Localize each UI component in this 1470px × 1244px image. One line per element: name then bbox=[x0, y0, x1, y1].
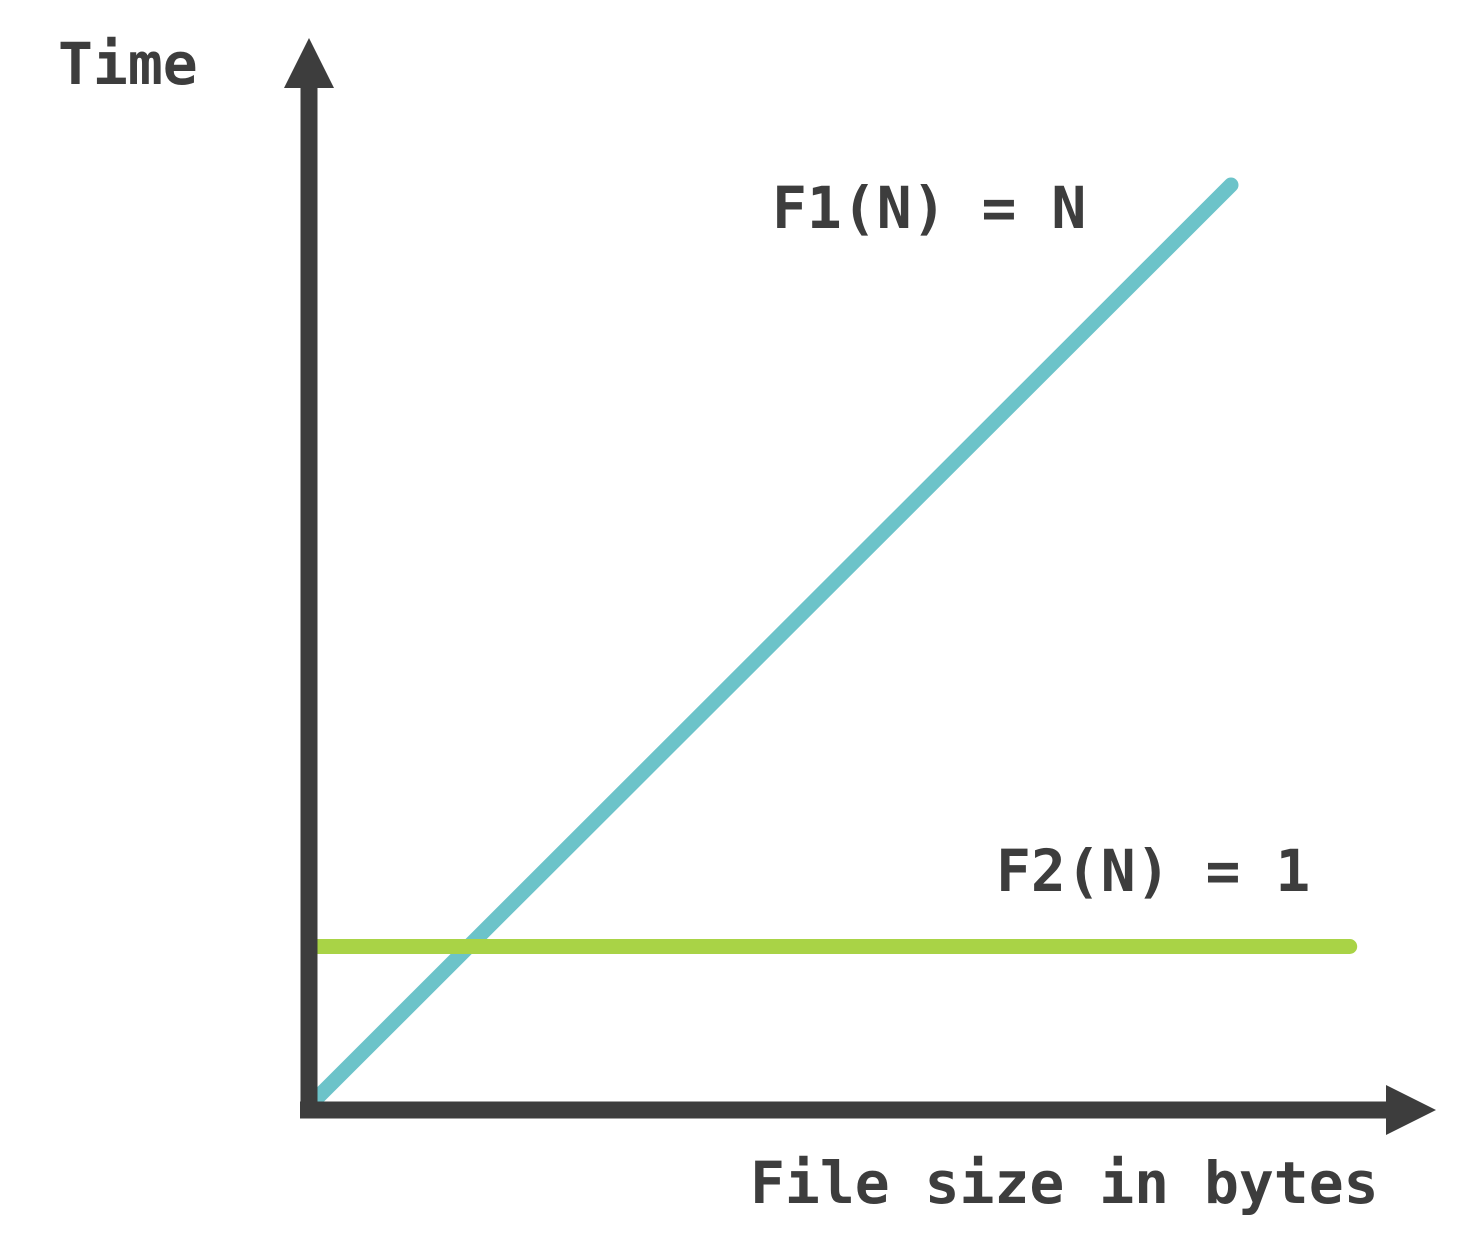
series-line-1 bbox=[310, 177, 1239, 1105]
y-axis-arrow-icon bbox=[284, 38, 334, 88]
y-axis-label: Time bbox=[58, 30, 198, 98]
x-axis-label: File size in bytes bbox=[750, 1149, 1379, 1217]
series-label-f1: F1(N) = N bbox=[772, 174, 1086, 242]
x-axis-arrow-icon bbox=[1386, 1085, 1436, 1135]
series-label-f2: F2(N) = 1 bbox=[996, 837, 1310, 905]
series-layer bbox=[310, 177, 1358, 1105]
axes bbox=[284, 38, 1436, 1135]
